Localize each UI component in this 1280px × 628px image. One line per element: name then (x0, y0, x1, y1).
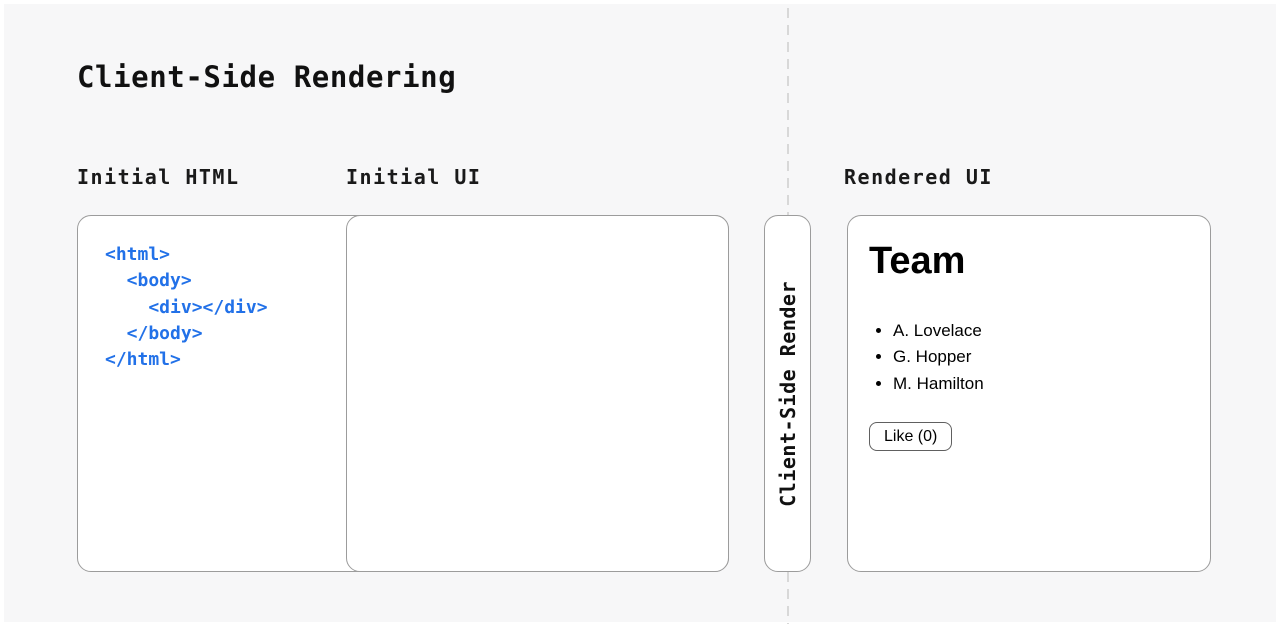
code-line: </html> (105, 349, 181, 371)
team-member: M. Hamilton (893, 371, 984, 397)
diagram-canvas: Client-Side Rendering Initial HTML Initi… (4, 4, 1276, 624)
team-heading: Team (869, 240, 966, 282)
client-side-render-step-label: Client-Side Render (775, 280, 800, 507)
flow-dashed-line-bottom (787, 572, 789, 624)
flow-dashed-line-top (787, 8, 789, 215)
rendered-ui-panel: Team A. Lovelace G. Hopper M. Hamilton L… (847, 215, 1211, 572)
team-member: G. Hopper (893, 344, 984, 370)
initial-html-label: Initial HTML (77, 165, 240, 189)
diagram-title: Client-Side Rendering (77, 60, 457, 94)
client-side-render-step: Client-Side Render (764, 215, 811, 572)
rendered-ui-label: Rendered UI (844, 165, 993, 189)
html-code-block: <html> <body> <div></div> </body> </html… (105, 242, 268, 373)
like-button[interactable]: Like (0) (869, 422, 953, 451)
code-line: <div></div> (105, 296, 268, 318)
initial-ui-label: Initial UI (346, 165, 482, 189)
code-line: </body> (105, 322, 203, 344)
code-line: <html> (105, 244, 171, 265)
team-member-list: A. Lovelace G. Hopper M. Hamilton (860, 318, 984, 397)
code-line: <body> (105, 270, 192, 292)
team-member: A. Lovelace (893, 318, 984, 344)
initial-ui-panel (346, 215, 729, 572)
